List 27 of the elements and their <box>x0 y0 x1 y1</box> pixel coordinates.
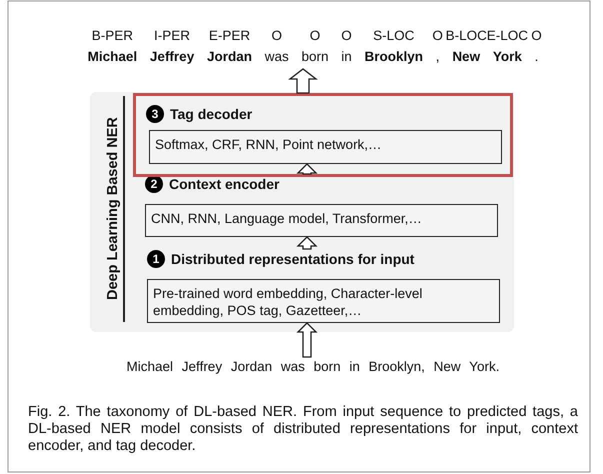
tag-label: E-LOC <box>486 27 528 45</box>
block-arrow <box>296 236 318 250</box>
step-number: 1 <box>147 250 165 268</box>
tag-label: O <box>341 27 352 45</box>
component-box: Softmax, CRF, RNN, Point network,… <box>149 130 502 164</box>
tag-label: I-PER <box>154 27 190 45</box>
tag-label: B-LOC <box>446 27 487 45</box>
highlight-frame <box>133 93 513 177</box>
vertical-title: Deep Learning Based NER <box>105 116 121 302</box>
block-arrow <box>288 68 318 94</box>
tag-label: O <box>432 27 443 45</box>
input-sentence: Michael Jeffrey Jordan was born in Brooklyn, New York. <box>60 357 566 377</box>
figure-caption: Fig. 2. The taxonomy of DL-based NER. From input sequence to predicted tags, a DL-based NER model consists of distributed representations for input, context encoder, and tag decoder. <box>28 404 578 455</box>
section-heading: Context encoder <box>169 175 280 193</box>
tag-label: B-PER <box>92 27 134 45</box>
tag-label: S-LOC <box>373 27 414 45</box>
section-heading: Distributed representations for input <box>171 250 414 268</box>
tagged-sentence: Michael Jeffrey Jordan was born in Brooklyn , New York . <box>60 47 566 69</box>
tag-label: O <box>310 27 320 45</box>
block-arrow <box>296 163 318 175</box>
block-arrow <box>296 322 318 358</box>
tag-label: E-PER <box>208 27 250 45</box>
tag-label: O <box>271 27 282 45</box>
model-panel <box>90 92 514 332</box>
step-number: 3 <box>146 105 164 123</box>
section-heading: Tag decoder <box>170 105 252 123</box>
tag-label: O <box>531 27 542 45</box>
